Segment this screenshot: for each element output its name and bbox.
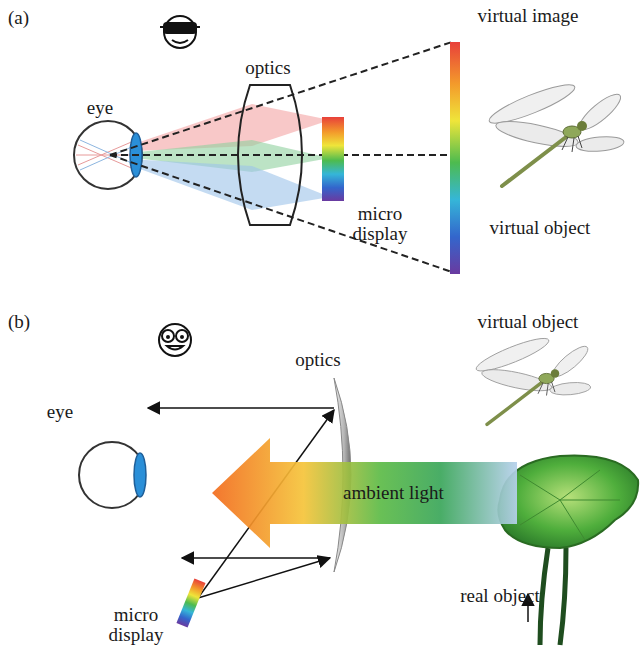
label: (b) xyxy=(8,312,30,332)
vr-headset-face xyxy=(160,16,200,48)
label: micro display xyxy=(348,204,412,244)
arrow-label: ambient light xyxy=(343,483,444,503)
ambient-light-arrow: ambient light xyxy=(212,438,517,548)
label: virtual object xyxy=(490,218,591,238)
arrow-body xyxy=(212,438,517,548)
virtual-image-bar xyxy=(450,42,460,274)
label: (a) xyxy=(8,8,29,28)
label: eye xyxy=(47,402,73,422)
eye xyxy=(74,121,142,189)
light-beams xyxy=(110,104,330,210)
label: optics xyxy=(245,58,290,78)
label: optics xyxy=(295,350,340,370)
dragonfly xyxy=(486,78,625,186)
glasses-face xyxy=(159,324,191,356)
label: real object xyxy=(460,586,540,606)
lily-pad xyxy=(498,456,638,646)
label: eye xyxy=(87,98,113,118)
label: micro display xyxy=(104,605,168,645)
lens xyxy=(238,85,302,225)
micro-display xyxy=(176,578,205,627)
label: virtual image xyxy=(478,6,579,26)
dragonfly xyxy=(473,333,591,424)
eye xyxy=(79,442,146,508)
projection-lines xyxy=(110,42,452,272)
micro-display xyxy=(322,117,344,201)
label: virtual object xyxy=(478,312,579,332)
